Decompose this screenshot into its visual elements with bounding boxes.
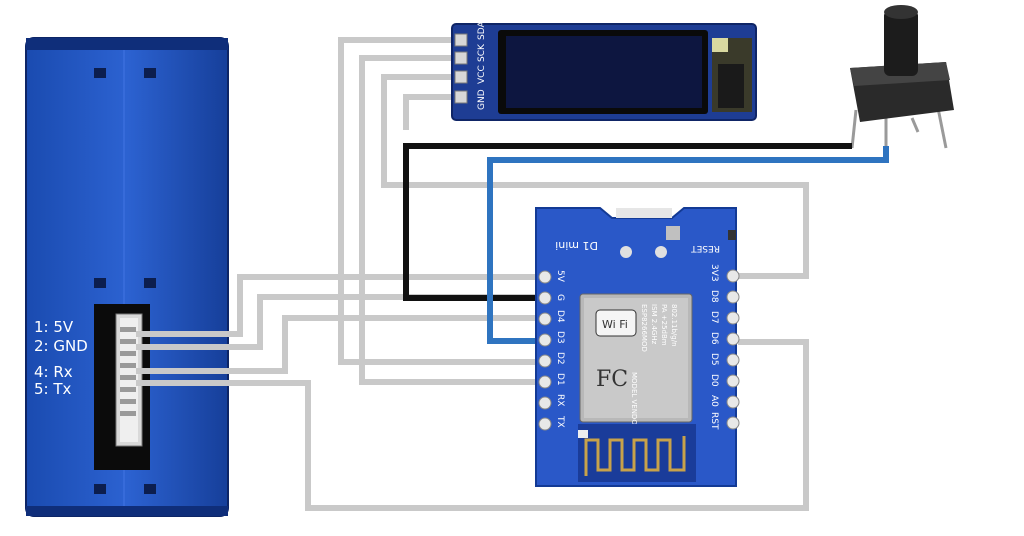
pin-label-rx: RX bbox=[555, 394, 565, 406]
pin-label-5v: 5V bbox=[555, 270, 565, 283]
sensor-pin-label-5v: 1: 5V bbox=[34, 318, 74, 336]
module-line-2: PA +25dBm bbox=[660, 304, 668, 346]
sensor-pin-label-rx: 4: Rx bbox=[34, 363, 73, 381]
wifi-logo: Wi Fi bbox=[602, 318, 628, 331]
wire-oled-gnd bbox=[403, 94, 457, 130]
pin-label-d1: D1 bbox=[555, 373, 565, 386]
sensor-pin-label-gnd: 2: GND bbox=[34, 337, 88, 355]
pin-label-d0: D0 bbox=[709, 374, 719, 387]
module-line-3: 802.11b/g/n bbox=[670, 304, 678, 347]
wire-button-gnd bbox=[403, 143, 852, 301]
oled-pin-label-sck: SCK bbox=[477, 43, 487, 62]
sensor-pin-label-tx: 5: Tx bbox=[34, 380, 72, 398]
board-title: D1 mini bbox=[555, 239, 598, 252]
wire-oled-vcc bbox=[381, 74, 809, 279]
oled-display: GND VCC SCK SDA bbox=[451, 21, 757, 121]
wire-sensor-tx bbox=[136, 339, 809, 511]
pin-label-d4: D4 bbox=[555, 310, 565, 323]
left-pin-header bbox=[538, 270, 552, 431]
pin-label-3v3: 3V3 bbox=[709, 264, 719, 282]
pin-label-d6: D6 bbox=[709, 332, 719, 345]
wire-button-signal bbox=[487, 146, 889, 344]
wire-sensor-rx bbox=[136, 315, 545, 374]
pin-label-a0: A0 bbox=[709, 395, 719, 407]
esp-module: Wi Fi FC ESP8266MOD ISM 2.4GHz PA +25dBm… bbox=[579, 293, 693, 430]
module-model: ESP8266MOD bbox=[640, 304, 648, 352]
push-button bbox=[850, 5, 954, 149]
module-vendor: MODEL VENDOR bbox=[630, 372, 638, 430]
pin-label-d5: D5 bbox=[709, 353, 719, 366]
fcc-logo: FC bbox=[596, 367, 628, 392]
oled-pin-holes bbox=[454, 33, 468, 104]
pin-label-d8: D8 bbox=[709, 290, 719, 303]
oled-pin-label-gnd: GND bbox=[477, 89, 487, 110]
pin-label-g: G bbox=[555, 294, 565, 301]
wire-oled-sda bbox=[338, 37, 545, 365]
d1-mini-board: D1 mini RESET Wi Fi FC ESP8266MOD ISM 2.… bbox=[535, 207, 740, 487]
right-pin-header bbox=[726, 269, 740, 430]
oled-pin-label-vcc: VCC bbox=[477, 65, 487, 84]
pin-label-d3: D3 bbox=[555, 331, 565, 344]
pin-label-d2: D2 bbox=[555, 352, 565, 365]
pin-label-d7: D7 bbox=[709, 311, 719, 324]
particle-sensor bbox=[25, 37, 229, 517]
oled-pin-label-sda: SDA bbox=[477, 21, 487, 40]
wire-sensor-5v bbox=[136, 274, 545, 337]
reset-label: RESET bbox=[691, 243, 720, 253]
module-line-1: ISM 2.4GHz bbox=[650, 304, 658, 345]
pin-label-tx: TX bbox=[555, 415, 565, 428]
gray-wires bbox=[136, 37, 809, 511]
pin-label-rst: RST bbox=[709, 412, 719, 430]
wire-sensor-gnd bbox=[136, 294, 545, 350]
wire-oled-sck bbox=[359, 55, 545, 385]
